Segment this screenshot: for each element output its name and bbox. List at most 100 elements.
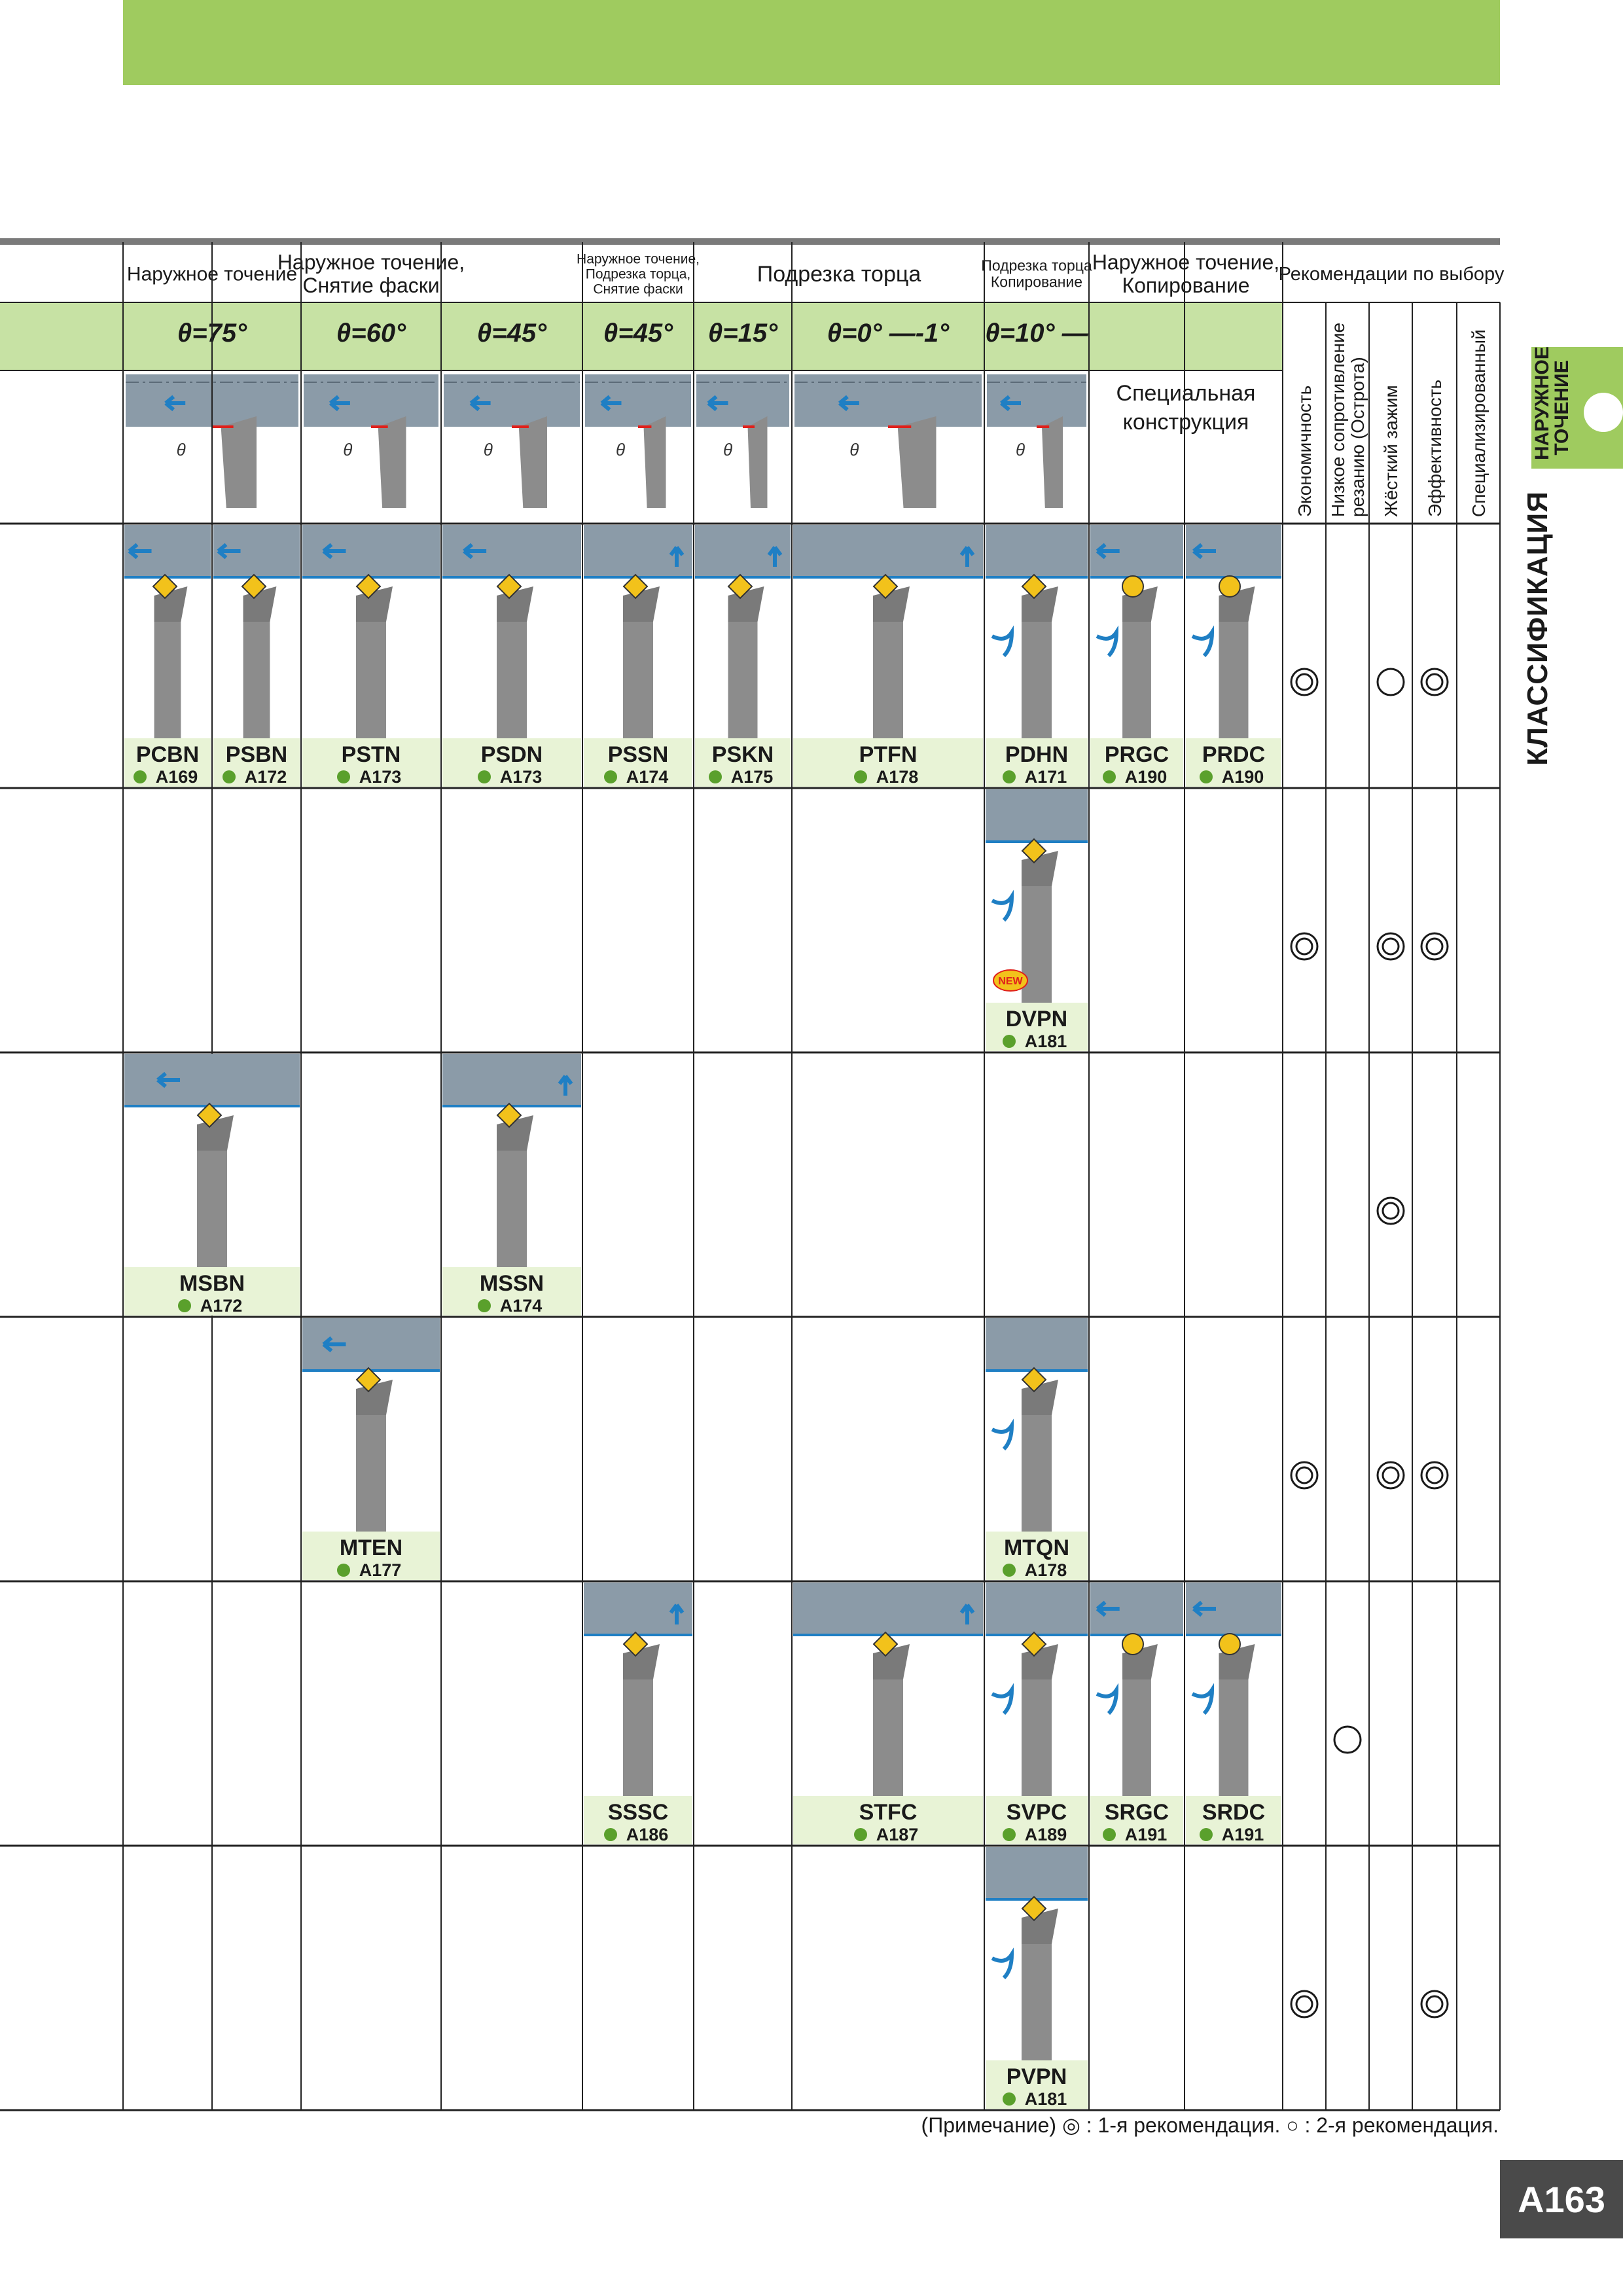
insert-icon: [241, 573, 267, 600]
recommendation-mark-row2-col2: [1376, 1196, 1405, 1225]
table-top-rule: [0, 238, 1500, 245]
workpiece: [986, 1847, 1088, 1899]
double-circle-icon: [1420, 668, 1449, 696]
inner-circle: [1425, 937, 1444, 956]
special-design-line-0: Специальная: [1116, 381, 1256, 406]
tool-page-ref: A177: [359, 1560, 402, 1580]
new-badge-icon: [993, 969, 1028, 992]
feed-arrow-icon: [156, 1071, 181, 1088]
label-band: [442, 1267, 581, 1316]
recommendation-header-1-line-0: Низкое сопротивление: [1328, 323, 1348, 517]
copy-path-arrow-icon: [991, 889, 1014, 922]
feed-arrow-up-icon: [558, 1075, 573, 1096]
page-link-icon: [854, 1828, 867, 1841]
recommendation-mark-row1-col0: [1290, 932, 1319, 961]
label-band: [986, 738, 1088, 787]
double-circle-icon: [1420, 1461, 1449, 1490]
recommendation-mark-row3-col0: [1290, 1461, 1319, 1490]
theta-label: θ: [484, 440, 493, 459]
feed-arrow-icon: [463, 543, 487, 560]
label-band: [986, 1003, 1088, 1051]
round-insert-icon: [1122, 1633, 1144, 1655]
insert-icon: [1021, 838, 1047, 864]
page-link-icon: [1103, 1828, 1116, 1841]
angle-label-2: θ=45°: [477, 319, 547, 348]
tool-code: MSSN: [480, 1271, 544, 1296]
page-link-icon: [1003, 2092, 1016, 2106]
label-band: [584, 1796, 692, 1844]
inner-circle: [1382, 1202, 1400, 1220]
workpiece: [302, 525, 440, 577]
tool-holder: [643, 416, 666, 508]
tool-page-ref: A169: [156, 767, 198, 787]
insert-icon: [1021, 1895, 1047, 1922]
page-link-icon: [1200, 1828, 1213, 1841]
double-circle-icon: [1290, 668, 1319, 696]
tool-page-ref: A171: [1025, 767, 1067, 787]
feed-arrow-icon: [1096, 543, 1120, 560]
workpiece: [794, 374, 982, 427]
theta-label: θ: [1016, 440, 1025, 459]
tool-code: PRDC: [1202, 742, 1265, 767]
tool-page-ref: A174: [500, 1296, 543, 1316]
insert-icon: [496, 1102, 522, 1128]
double-circle-icon: [1376, 1461, 1405, 1490]
insert-icon: [1021, 573, 1047, 600]
inner-circle: [1295, 673, 1313, 691]
insert-icon: [355, 1367, 382, 1393]
section-title: КЛАССИФИКАЦИЯ: [1522, 491, 1554, 766]
angle-band-left: [0, 302, 123, 370]
page-number: A163: [1500, 2160, 1623, 2238]
workpiece: [793, 1583, 983, 1635]
angle-label-4: θ=15°: [708, 319, 778, 348]
workpiece: [304, 374, 438, 427]
label-band: [793, 738, 983, 787]
process-illustration-3: θ: [585, 374, 691, 508]
feed-arrow-icon: [322, 543, 346, 560]
tool-code: PSDN: [481, 742, 543, 767]
tool-code: PSKN: [712, 742, 774, 767]
feed-arrow-up-icon: [767, 546, 783, 567]
workpiece: [444, 374, 580, 427]
new-badge-text: NEW: [998, 976, 1023, 987]
label-band: [302, 1532, 440, 1580]
tool-code: PSBN: [226, 742, 287, 767]
recommendation-mark-row5-col3: [1420, 1990, 1449, 2018]
tool-holder: [378, 416, 406, 508]
tool-holder: [1042, 416, 1063, 508]
circle-icon: [1376, 668, 1405, 696]
insert-icon: [355, 573, 382, 600]
tool-code: SSSC: [608, 1800, 669, 1825]
copy-path-arrow-icon: [991, 1418, 1014, 1451]
tool-code: SRGC: [1105, 1800, 1169, 1825]
tool-page-ref: A178: [1025, 1560, 1067, 1580]
header-title-3-line-0: Наружное точение,: [577, 251, 700, 266]
label-band: [302, 738, 440, 787]
round-insert-icon: [1219, 575, 1241, 598]
header-title-6-line-1: Копирование: [1122, 274, 1249, 297]
angle-band: [0, 302, 1283, 370]
insert-icon: [727, 573, 753, 600]
workpiece: [302, 1318, 440, 1371]
feed-arrow-icon: [322, 1336, 346, 1353]
header-title-6-line-0: Наружное точение,: [1092, 251, 1279, 274]
double-circle-icon: [1420, 932, 1449, 961]
feed-arrow-icon: [329, 395, 350, 412]
tool-holder: [518, 416, 547, 508]
page-link-icon: [178, 1299, 191, 1312]
tool-code: PSSN: [608, 742, 669, 767]
copy-path-arrow-icon: [991, 1683, 1014, 1715]
copy-path-arrow-icon: [1191, 1683, 1215, 1715]
recommendation-header-0-line-0: Экономичность: [1294, 386, 1315, 517]
recommendation-header-2-line-0: Жёсткий зажим: [1381, 385, 1401, 517]
page-link-icon: [337, 770, 350, 783]
page-link-icon: [1003, 770, 1016, 783]
